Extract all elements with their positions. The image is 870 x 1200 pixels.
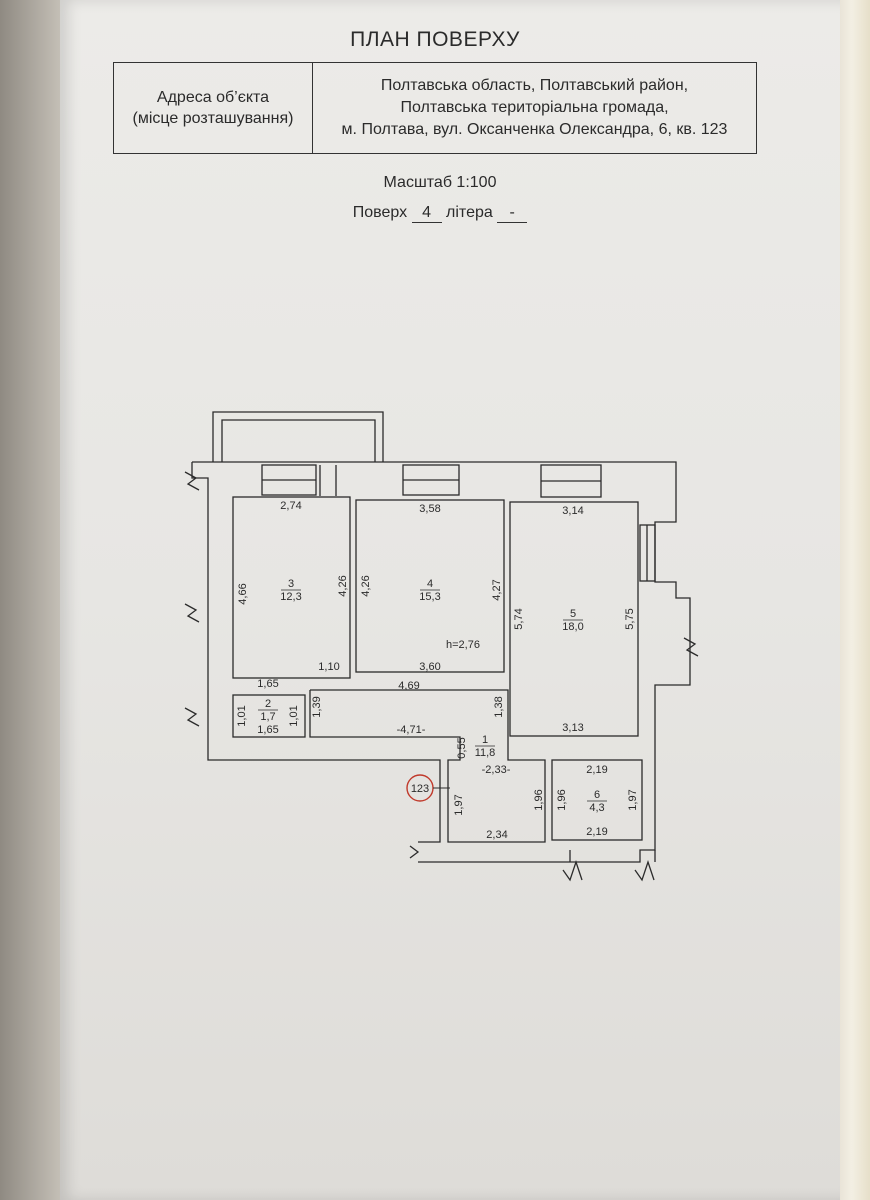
room-3-outline — [232, 496, 351, 679]
room-2-outline — [232, 694, 306, 738]
dim-hall-left: 1,97 — [453, 794, 465, 815]
address-table: Адреса об’єкта (місце розташування) Полт… — [113, 62, 757, 154]
litera-label: літера — [446, 204, 493, 221]
dim-room3-right: 4,26 — [337, 575, 349, 596]
dim-room4-bottom: 3,60 — [419, 661, 440, 673]
dim-room6-bottom: 2,19 — [586, 826, 607, 838]
address-label-line1: Адреса об’єкта — [156, 89, 270, 106]
dim-hall-top: -2,33- — [482, 764, 511, 776]
dim-room6-left: 1,96 — [556, 789, 568, 810]
dim-corridor-left: 1,39 — [311, 696, 323, 717]
dim-room3-top: 2,74 — [280, 500, 301, 512]
address-label-line2: (місце розташування) — [132, 110, 294, 127]
outer-wall-left — [191, 462, 209, 740]
dim-room4-top: 3,58 — [419, 503, 440, 515]
room-1-area: 11,8 — [475, 747, 496, 759]
address-value-line2: Полтавська територіальна громада, — [400, 99, 669, 116]
dim-room4-right: 4,27 — [491, 579, 503, 600]
dim-room5-bottom: 3,13 — [562, 722, 583, 734]
floor-line: Поверх 4 літера - — [0, 204, 870, 223]
room-2-number: 2 — [265, 698, 271, 710]
apartment-number: 123 — [411, 783, 429, 795]
room-6-area: 4,3 — [589, 802, 604, 814]
dim-room6-right: 1,97 — [627, 789, 639, 810]
dim-room5-top: 3,14 — [562, 505, 583, 517]
page-title: ПЛАН ПОВЕРХУ — [350, 28, 520, 51]
dim-room6-top: 2,19 — [586, 764, 607, 776]
room-1-number: 1 — [482, 734, 488, 746]
outer-wall-outer — [192, 461, 691, 863]
address-value-line1: Полтавська область, Полтавський район, — [380, 77, 689, 94]
litera-value: - — [497, 204, 528, 223]
ceiling-height: h=2,76 — [446, 639, 480, 651]
room-5-outline — [509, 501, 639, 737]
room-5-number: 5 — [570, 608, 576, 620]
dim-room2-right: 1,01 — [288, 705, 300, 726]
address-label-cell: Адреса об’єкта (місце розташування) — [114, 63, 313, 153]
room-6-outline — [551, 759, 643, 841]
dim-corridor-top: 4,69 — [398, 680, 419, 692]
dim-hall-bottom: 2,34 — [486, 829, 507, 841]
dim-room4-left: 4,26 — [360, 575, 372, 596]
room-3-number: 3 — [288, 578, 294, 590]
room-6-number: 6 — [594, 789, 600, 801]
balcony-inner — [221, 419, 376, 462]
floor-value: 4 — [411, 204, 442, 223]
dim-corridor-right: 1,38 — [493, 696, 505, 717]
dim-room3-bottom-right: 1,10 — [318, 661, 339, 673]
room-4-outline — [355, 499, 505, 673]
dim-room3-bottom-left: 1,65 — [257, 678, 278, 690]
dim-hall-right: 1,96 — [533, 789, 545, 810]
room-1-outline — [309, 689, 546, 843]
room-3-area: 12,3 — [280, 591, 301, 603]
dim-room5-right: 5,75 — [624, 608, 636, 629]
dim-room3-left: 4,66 — [237, 583, 249, 604]
address-value-line3: м. Полтава, вул. Оксанченка Олександра, … — [341, 121, 728, 138]
balcony-outline — [212, 411, 384, 462]
room-5-area: 18,0 — [562, 621, 583, 633]
outer-wall-bottom-left — [207, 740, 441, 843]
room-2-area: 1,7 — [260, 711, 275, 723]
dim-hall-notch: 0,55 — [456, 737, 468, 758]
address-value-cell: Полтавська область, Полтавський район, П… — [313, 63, 756, 153]
dim-room5-left: 5,74 — [513, 608, 525, 629]
room-4-area: 15,3 — [419, 591, 440, 603]
room-4-number: 4 — [427, 578, 433, 590]
page-stack-edge — [840, 0, 870, 1200]
document-page — [60, 0, 845, 1200]
dim-corridor-middle: -4,71- — [397, 724, 426, 736]
floor-label: Поверх — [352, 204, 408, 221]
dim-room2-bottom: 1,65 — [257, 724, 278, 736]
scale-text: Масштаб 1:100 — [383, 174, 497, 191]
dim-room2-left: 1,01 — [236, 705, 248, 726]
